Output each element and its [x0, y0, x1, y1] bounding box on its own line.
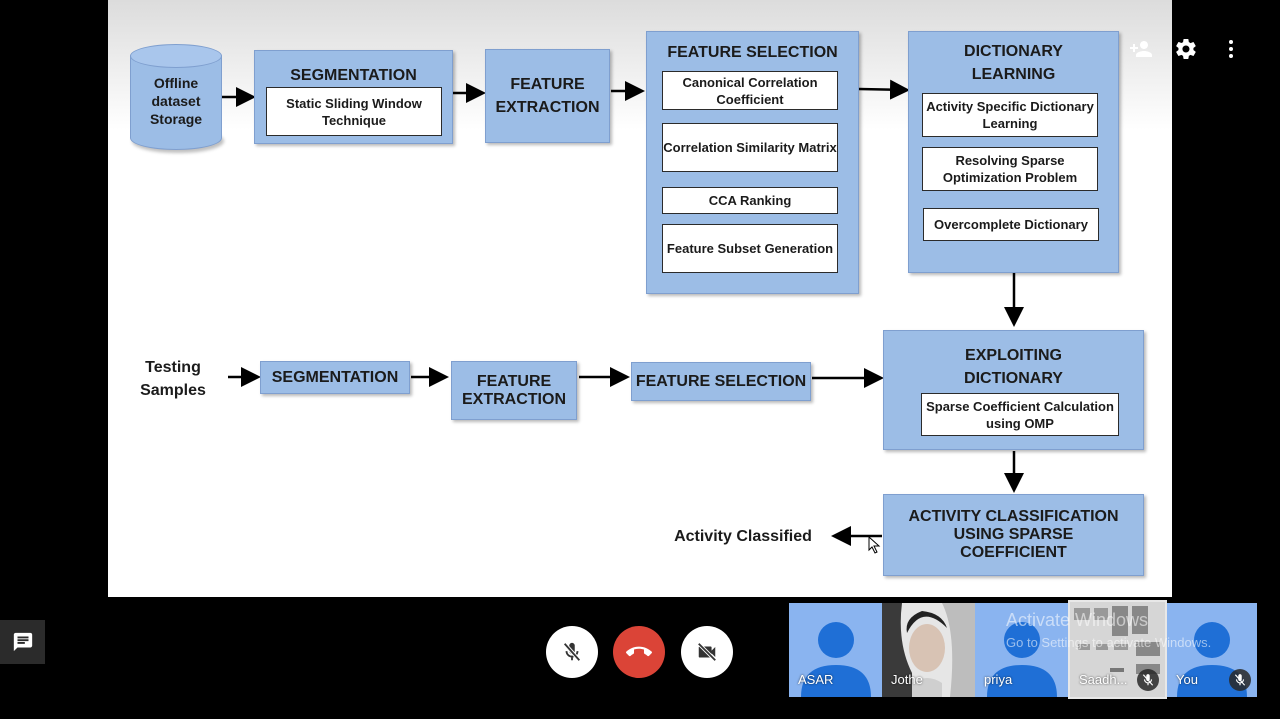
dictionary-learning-item: Overcomplete Dictionary — [923, 208, 1099, 241]
feature-selection-title: FEATURE SELECTION — [667, 44, 838, 61]
mic-off-icon — [563, 642, 581, 662]
test-segmentation-label: SEGMENTATION — [271, 368, 399, 386]
presentation-slide: Offline dataset Storage SEGMENTATION Sta… — [108, 0, 1172, 597]
participant-tile[interactable]: ASAR — [789, 603, 882, 697]
hangup-icon — [626, 646, 652, 657]
participant-tile[interactable]: Jothe — [882, 603, 975, 697]
participant-tile-active[interactable]: Saadh... — [1068, 600, 1167, 699]
feature-selection-item: CCA Ranking — [662, 187, 838, 214]
mic-toggle-button[interactable] — [546, 626, 598, 678]
test-feature-selection-label: FEATURE SELECTION — [635, 372, 807, 390]
cursor-icon — [868, 536, 881, 554]
chat-button[interactable] — [0, 620, 45, 664]
camera-toggle-button[interactable] — [681, 626, 733, 678]
activity-classified-label: Activity Classified — [674, 528, 812, 545]
exploiting-dictionary-box: EXPLOITING DICTIONARY COEFFICIENT Sparse… — [883, 330, 1144, 450]
mic-off-icon — [1137, 669, 1159, 691]
train-feature-extraction-label: FEATURE EXTRACTION — [495, 76, 600, 116]
participant-tile-self[interactable]: You — [1167, 603, 1257, 697]
avatar-icon — [1177, 622, 1247, 697]
participant-tile[interactable]: priya — [975, 603, 1068, 697]
omp-calculation-item: Sparse Coefficient Calculation using OMP — [921, 393, 1119, 436]
participant-name: Jothe — [891, 672, 923, 687]
testing-samples-label: Testing Samples — [140, 359, 206, 399]
dictionary-learning-item: Resolving Sparse Optimization Problem — [922, 147, 1098, 191]
participant-name: priya — [984, 672, 1013, 687]
feature-selection-item: Feature Subset Generation — [662, 224, 838, 273]
feature-selection-box: FEATURE SELECTION Canonical Correlation … — [646, 31, 859, 294]
feature-selection-item: Correlation Similarity Matrix — [662, 123, 838, 172]
train-segmentation-title: SEGMENTATION — [290, 67, 417, 84]
participant-name: Saadh... — [1079, 672, 1128, 687]
dictionary-learning-item: Activity Specific Dictionary Learning — [922, 93, 1098, 137]
gear-icon[interactable] — [1174, 37, 1198, 61]
dictionary-learning-title: DICTIONARY LEARNING — [964, 43, 1063, 83]
offline-dataset-storage: Offline dataset Storage — [130, 44, 222, 150]
hangup-button[interactable] — [613, 626, 665, 678]
dictionary-learning-box: DICTIONARY LEARNING Activity Specific Di… — [908, 31, 1119, 273]
sliding-window-item: Static Sliding Window Technique — [266, 87, 442, 136]
mic-off-icon — [1229, 669, 1251, 691]
chat-icon — [13, 632, 32, 652]
feature-selection-item: Canonical Correlation Coefficient — [662, 71, 838, 110]
participant-name: ASAR — [798, 672, 834, 687]
test-segmentation-box: SEGMENTATION — [260, 361, 410, 394]
person-add-icon[interactable] — [1129, 37, 1153, 61]
avatar-icon — [801, 622, 871, 697]
activity-classification-box: ACTIVITY CLASSIFICATION USING SPARSE COE… — [883, 494, 1144, 576]
camera-off-icon — [697, 642, 717, 662]
participant-photo — [882, 603, 975, 697]
avatar-icon — [987, 622, 1057, 697]
test-feature-selection-box: FEATURE SELECTION — [631, 362, 811, 401]
storage-label: Offline dataset Storage — [149, 75, 203, 127]
train-feature-extraction-box: FEATURE EXTRACTION — [485, 49, 610, 143]
train-segmentation-box: SEGMENTATION Static Sliding Window Techn… — [254, 50, 453, 144]
test-feature-extraction-label: FEATURE EXTRACTION — [462, 372, 566, 408]
participant-name: You — [1176, 672, 1198, 687]
activity-classification-label: ACTIVITY CLASSIFICATION USING SPARSE COE… — [908, 508, 1119, 561]
more-vert-icon[interactable] — [1219, 37, 1243, 61]
test-feature-extraction-box: FEATURE EXTRACTION — [451, 361, 577, 420]
flow-arrows — [222, 79, 1024, 546]
